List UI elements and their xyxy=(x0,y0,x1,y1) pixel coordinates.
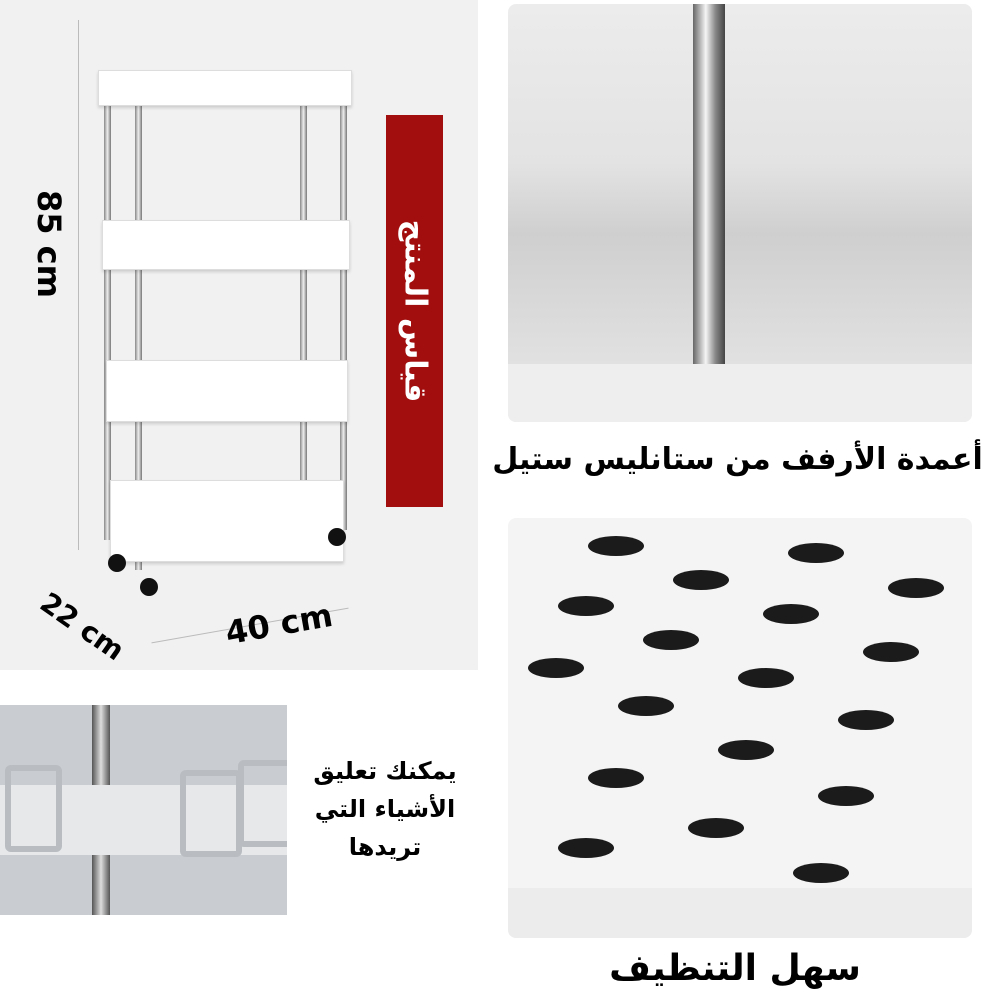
width-label: 40 cm xyxy=(222,595,336,653)
product-size-label: قياس المنتج xyxy=(397,219,432,403)
easy-clean-shelf-photo xyxy=(508,518,972,938)
height-dimension-line xyxy=(78,20,79,550)
stainless-pole-photo xyxy=(508,4,972,422)
hooks-caption: يمكنك تعليق الأشياء التي تريدها xyxy=(295,752,475,866)
hanging-hooks-photo xyxy=(0,705,287,915)
poles-caption: أعمدة الأرفف من ستانليس ستيل xyxy=(492,442,983,477)
hooks-caption-line: الأشياء التي xyxy=(314,795,456,823)
cleaning-caption: سهل التنظيف xyxy=(609,948,861,989)
product-size-label-box: قياس المنتج xyxy=(386,115,443,507)
hooks-caption-line: يمكنك تعليق xyxy=(313,757,457,785)
height-label: 85 cm xyxy=(30,190,68,298)
depth-label: 22 cm xyxy=(34,585,131,668)
hooks-caption-line: تريدها xyxy=(348,833,422,861)
